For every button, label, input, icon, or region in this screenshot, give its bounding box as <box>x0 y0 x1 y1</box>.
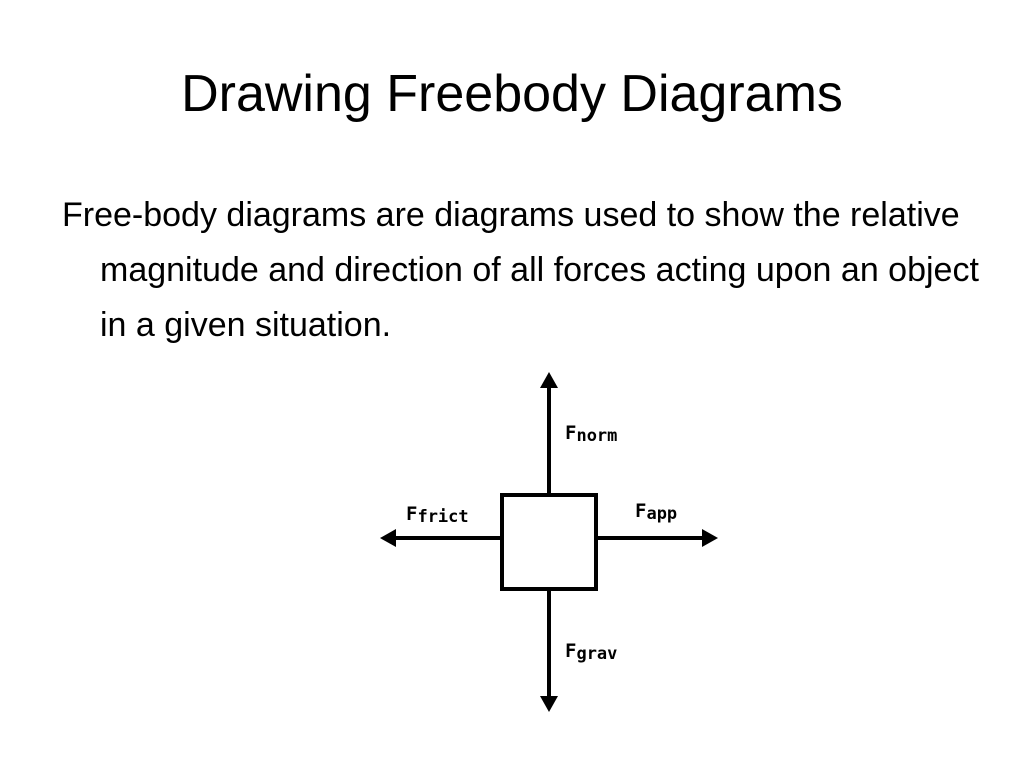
gravity-force-arrowhead <box>540 696 558 712</box>
normal-force-arrowhead <box>540 372 558 388</box>
slide-title: Drawing Freebody Diagrams <box>181 65 843 123</box>
applied-force-label: Fapp <box>635 500 677 524</box>
object-box <box>500 493 598 591</box>
normal-force-label: Fnorm <box>565 422 617 446</box>
slide-body-text: Free-body diagrams are diagrams used to … <box>62 196 979 344</box>
gravity-force-label: Fgrav <box>565 640 617 664</box>
friction-force-label: Ffrict <box>406 503 469 527</box>
applied-force-arrowhead <box>702 529 718 547</box>
friction-force-arrowhead <box>380 529 396 547</box>
freebody-diagram: Fnorm Ffrict Fapp Fgrav <box>380 372 718 712</box>
